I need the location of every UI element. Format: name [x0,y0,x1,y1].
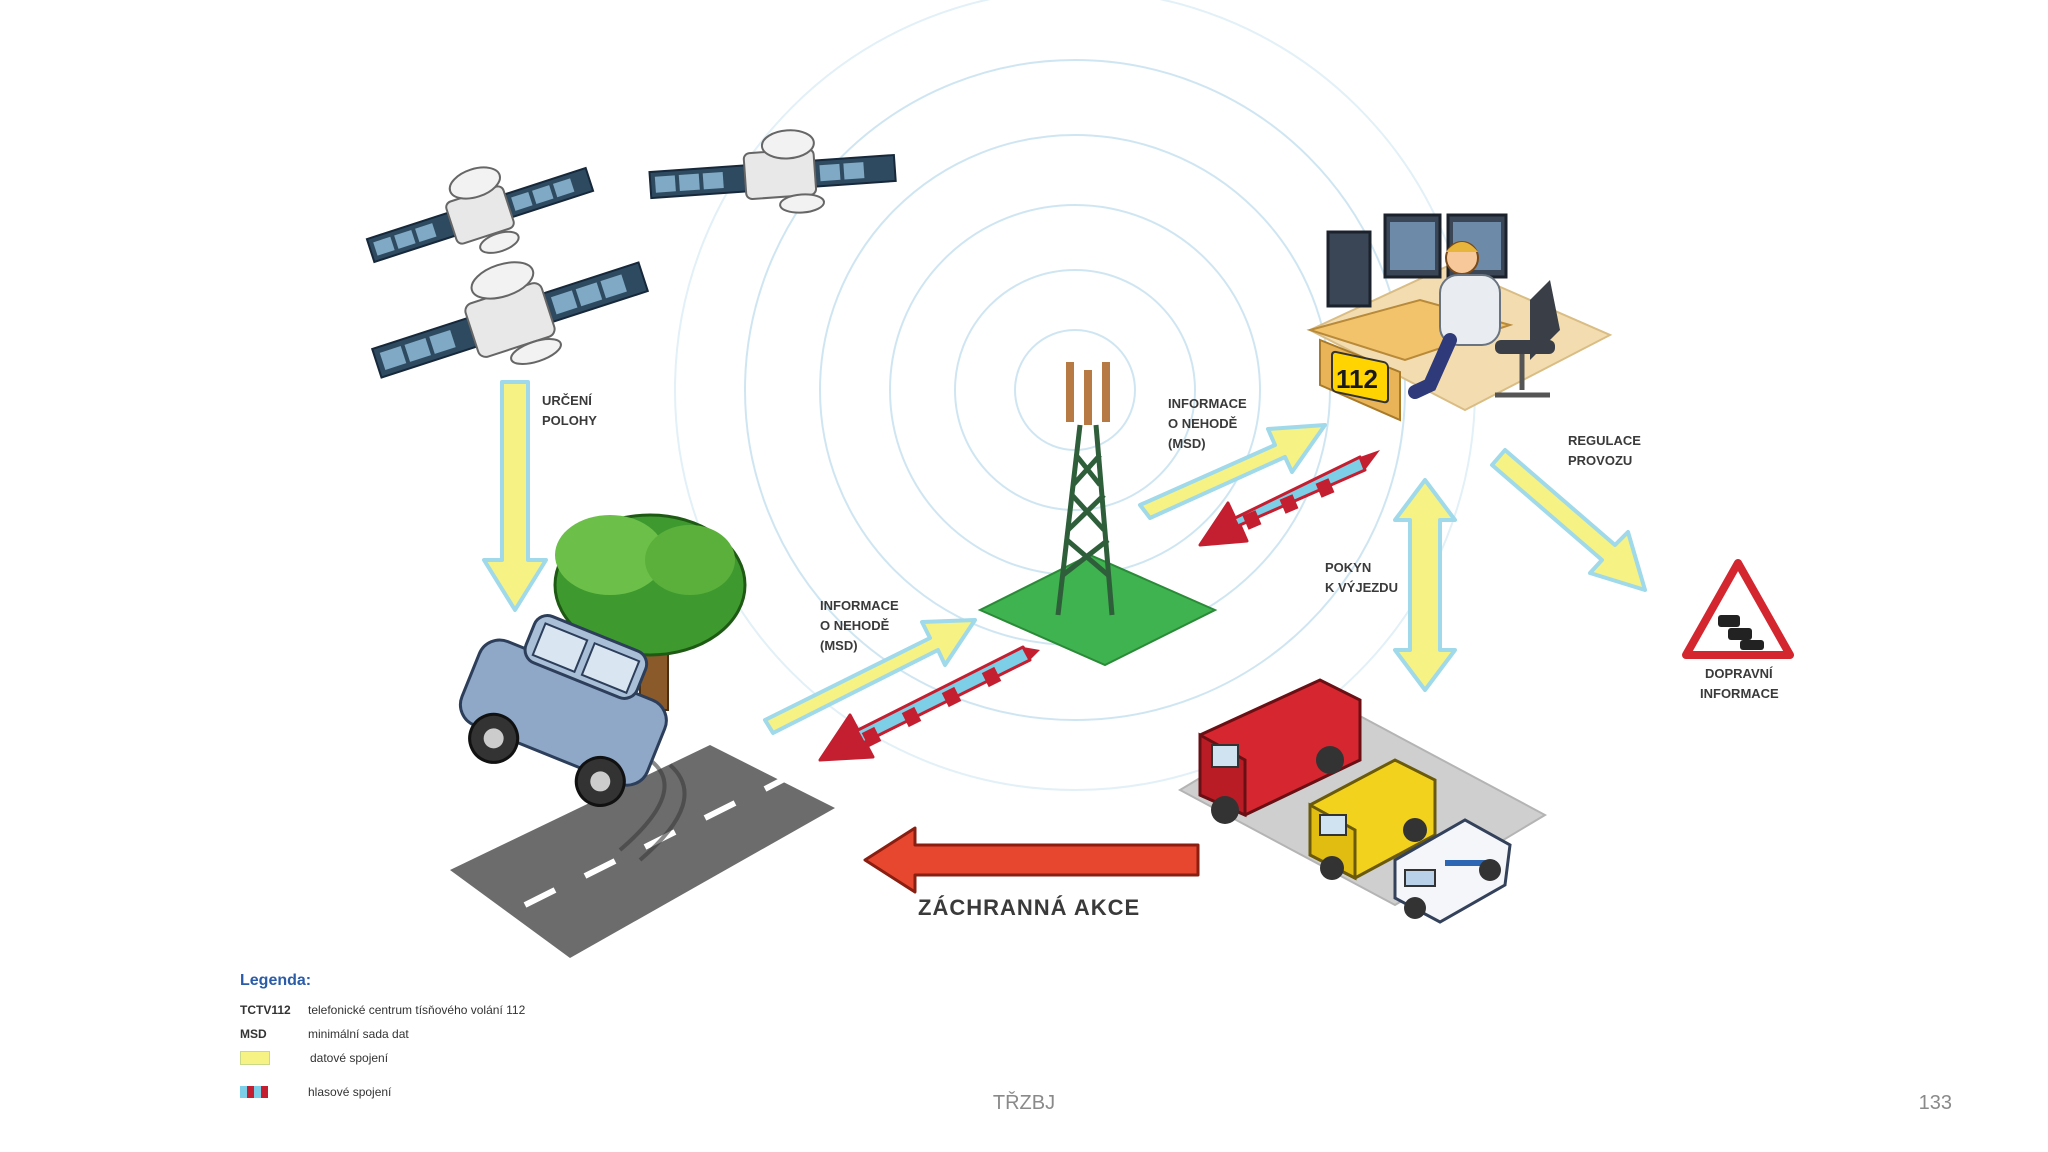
label-traffic-regulation-line1: REGULACE [1568,433,1641,448]
traffic-warning-sign-icon [1682,559,1794,659]
satellite-icon [370,261,650,379]
legend-row: datové spojení [240,1046,525,1070]
satellite-icon [648,129,897,214]
label-position-line2: POLOHY [542,413,597,428]
emergency-vehicles [1177,678,1548,924]
satellite-icon [365,166,595,264]
road [450,745,835,958]
data-link-arrow-car-to-tower [763,618,977,735]
rescue-action-arrow [863,826,1200,894]
label-info-right-line1: INFORMACE [1168,396,1247,411]
label-rescue-action: ZÁCHRANNÁ AKCE [918,895,1140,920]
legend-key: TCTV112 [240,1003,291,1017]
voice-link-arrow-tower-to-car [818,645,1040,762]
voice-link-arrow-center-to-tower [1198,450,1380,547]
data-link-arrow-down [482,380,548,612]
legend-title: Legenda: [240,972,312,989]
label-dispatch-line2: K VÝJEZDU [1325,580,1398,595]
legend-row: MSD minimální sada dat [240,1022,525,1046]
data-link-swatch [240,1051,270,1065]
legend-text: telefonické centrum tísňového volání 112 [308,1003,526,1017]
voice-link-swatch [240,1086,268,1098]
label-traffic-info-line2: INFORMACE [1700,686,1779,701]
operator-icon [1408,241,1560,399]
label-info-left-line3: (MSD) [820,638,858,653]
legend-row: hlasové spojení [240,1080,525,1104]
emergency-call-center-icon: 112 [1306,213,1613,422]
label-info-right-line2: O NEHODĚ [1168,416,1238,431]
crashed-car-icon [458,614,668,807]
label-info-right-line3: (MSD) [1168,436,1206,451]
desk-number-label: 112 [1336,364,1378,394]
legend-text: hlasové spojení [308,1085,392,1099]
legend-row: TCTV112 telefonické centrum tísňového vo… [240,998,525,1022]
label-dispatch-line1: POKYN [1325,560,1371,575]
ambulance-icon [1308,758,1437,881]
data-link-arrow-dispatch [1393,478,1457,692]
legend: Legenda: TCTV112 telefonické centrum tís… [240,972,525,1104]
legend-text: datové spojení [310,1051,389,1065]
page-number: 133 [1918,1092,1952,1114]
legend-text: minimální sada dat [308,1027,409,1041]
label-position-line1: URČENÍ [542,393,592,408]
data-link-arrow-traffic-regulation [1490,448,1647,592]
fire-truck-icon [1198,678,1362,824]
data-link-arrow-tower-to-center [1138,423,1327,520]
label-traffic-info-line1: DOPRAVNÍ [1705,666,1773,681]
cell-tower-icon [977,362,1218,667]
footer-title: TŘZBJ [992,1092,1056,1114]
skid-marks [618,758,687,862]
label-info-left-line2: O NEHODĚ [820,618,890,633]
legend-key: MSD [240,1027,267,1041]
label-info-left-line1: INFORMACE [820,598,899,613]
police-car-icon [1393,818,1512,924]
label-traffic-regulation-line2: PROVOZU [1568,453,1632,468]
